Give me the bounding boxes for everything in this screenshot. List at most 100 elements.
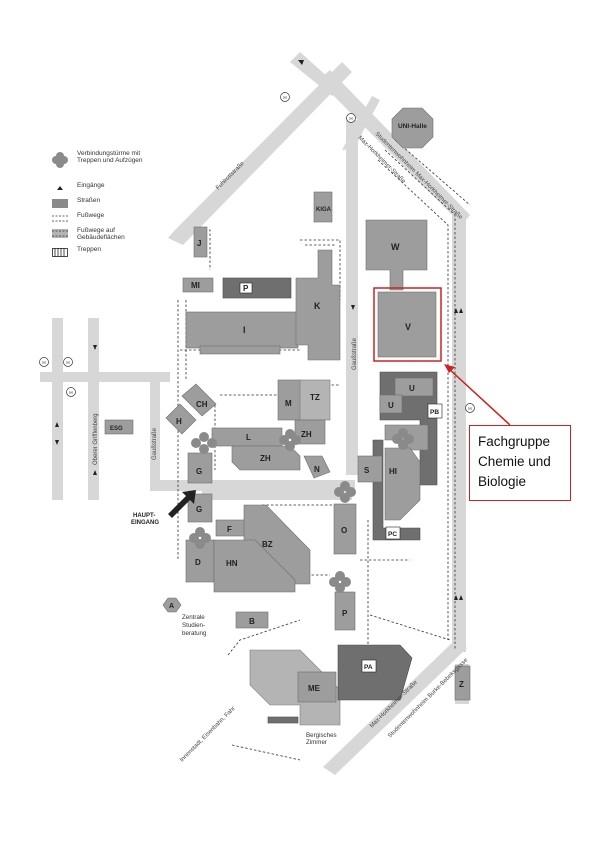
label-s: S bbox=[364, 466, 370, 475]
label-zentrale-1: Zentrale bbox=[182, 614, 205, 621]
label-m: M bbox=[285, 399, 292, 408]
building-p-top bbox=[222, 277, 292, 299]
svg-text:H: H bbox=[69, 390, 72, 395]
street-innenstadt: Innenstadt, Eisenbahn, Fahr bbox=[179, 706, 237, 764]
bus-stop-icon: H bbox=[63, 357, 73, 367]
footpath-building-icon bbox=[52, 229, 68, 238]
callout-line-3: Biologie bbox=[478, 474, 527, 489]
label-n: N bbox=[314, 465, 320, 474]
label-l: L bbox=[246, 433, 251, 442]
label-b: B bbox=[249, 617, 255, 626]
label-z: Z bbox=[459, 680, 464, 689]
label-tz: TZ bbox=[310, 393, 320, 402]
building-a bbox=[162, 597, 182, 613]
label-kiga: KIGA bbox=[316, 207, 332, 213]
label-a: A bbox=[169, 603, 174, 610]
svg-text:H: H bbox=[283, 95, 286, 100]
label-p-bottom: P bbox=[342, 609, 348, 618]
building-s bbox=[357, 455, 383, 483]
label-u-b: U bbox=[388, 401, 394, 410]
building-v bbox=[377, 291, 437, 358]
buildings: UNI-Halle KIGA J MI P I K W V CH H bbox=[104, 107, 471, 726]
building-w bbox=[365, 219, 428, 291]
label-mi: MI bbox=[191, 281, 200, 290]
label-g-b: G bbox=[196, 505, 202, 514]
label-p-top: P bbox=[243, 284, 249, 293]
legend-item-towers: Verbindungstürme mit Treppen und Aufzüge… bbox=[52, 150, 162, 174]
label-v: V bbox=[405, 322, 411, 332]
legend-text: Straßen bbox=[77, 197, 101, 204]
label-zentrale-2: Studien- bbox=[182, 622, 205, 629]
label-w: W bbox=[391, 242, 400, 252]
building-hn bbox=[213, 539, 296, 593]
entrance-icon bbox=[57, 186, 63, 190]
label-f: F bbox=[227, 525, 232, 534]
label-bz: BZ bbox=[262, 540, 273, 549]
label-d: D bbox=[195, 558, 201, 567]
label-zh-b: ZH bbox=[260, 454, 271, 463]
building-ch bbox=[181, 383, 217, 417]
tower-icon bbox=[189, 527, 211, 549]
label-k: K bbox=[314, 301, 321, 311]
building-tz bbox=[299, 379, 331, 421]
label-haupteingang-1: HAUPT- bbox=[133, 513, 155, 519]
street-icon bbox=[52, 199, 68, 208]
label-g-a: G bbox=[196, 467, 202, 476]
label-haupteingang-2: EINGANG bbox=[131, 520, 159, 526]
label-i: I bbox=[243, 325, 246, 335]
building-uni-halle bbox=[391, 107, 434, 149]
label-u-a: U bbox=[409, 384, 415, 393]
label-hn: HN bbox=[226, 559, 238, 568]
bus-stop-icon: H bbox=[39, 357, 49, 367]
tower-icon bbox=[191, 432, 217, 454]
svg-text:H: H bbox=[349, 116, 352, 121]
label-h: H bbox=[176, 417, 182, 426]
legend-item-stairs: Treppen bbox=[52, 246, 162, 260]
callout-line-2: Chemie und bbox=[478, 454, 551, 469]
label-zh-a: ZH bbox=[301, 430, 312, 439]
label-j: J bbox=[197, 239, 201, 248]
svg-text:H: H bbox=[42, 360, 45, 365]
bus-stop-icon: H bbox=[346, 113, 356, 123]
label-esg: ESG bbox=[110, 426, 123, 432]
callout-box: Fachgruppe Chemie und Biologie bbox=[469, 425, 571, 501]
legend-item-footpaths: Fußwege bbox=[52, 212, 162, 226]
bus-stop-icon: H bbox=[280, 92, 290, 102]
building-j bbox=[193, 226, 208, 258]
highlight-box-building-v bbox=[373, 287, 442, 362]
building-esg bbox=[104, 419, 134, 435]
callout-line-1: Fachgruppe bbox=[478, 434, 551, 449]
bus-stop-icon: H bbox=[66, 387, 76, 397]
building-mi bbox=[182, 277, 214, 293]
label-pc: PC bbox=[388, 531, 397, 538]
tower-icon bbox=[392, 428, 414, 450]
tower-icon bbox=[279, 429, 301, 451]
svg-text:H: H bbox=[468, 406, 471, 411]
label-zentrale-3: beratung bbox=[182, 630, 207, 637]
callout-arrowhead bbox=[444, 364, 455, 373]
arrows bbox=[55, 60, 463, 600]
building-i bbox=[185, 311, 299, 349]
bus-stop-icon: H bbox=[465, 403, 475, 413]
tower-icon bbox=[334, 481, 356, 503]
building-k bbox=[295, 249, 341, 361]
legend: Verbindungstürme mit Treppen und Aufzüge… bbox=[52, 150, 162, 261]
legend-text: Verbindungstürme mit Treppen und Aufzüge… bbox=[77, 150, 143, 164]
building-u-b bbox=[379, 394, 403, 414]
bus-stops: H H H H H H bbox=[39, 92, 475, 413]
map-labels: HAUPT- EINGANG Zentrale Studien- beratun… bbox=[131, 513, 337, 746]
building-n bbox=[303, 455, 331, 479]
stairs-icon bbox=[52, 248, 68, 257]
tower-icon bbox=[52, 152, 68, 168]
street-gaussstrasse-right: Gaußstraße bbox=[352, 337, 358, 370]
label-ch: CH bbox=[196, 400, 208, 409]
street-oberer-grifflenberg: Oberer Grifflenberg bbox=[93, 413, 99, 465]
building-g-a bbox=[187, 452, 213, 484]
label-hi: HI bbox=[389, 467, 397, 476]
label-o: O bbox=[341, 526, 347, 535]
building-hi bbox=[384, 447, 421, 521]
label-pa: PA bbox=[364, 664, 373, 671]
building-o bbox=[333, 503, 357, 555]
label-pb: PB bbox=[430, 409, 439, 416]
